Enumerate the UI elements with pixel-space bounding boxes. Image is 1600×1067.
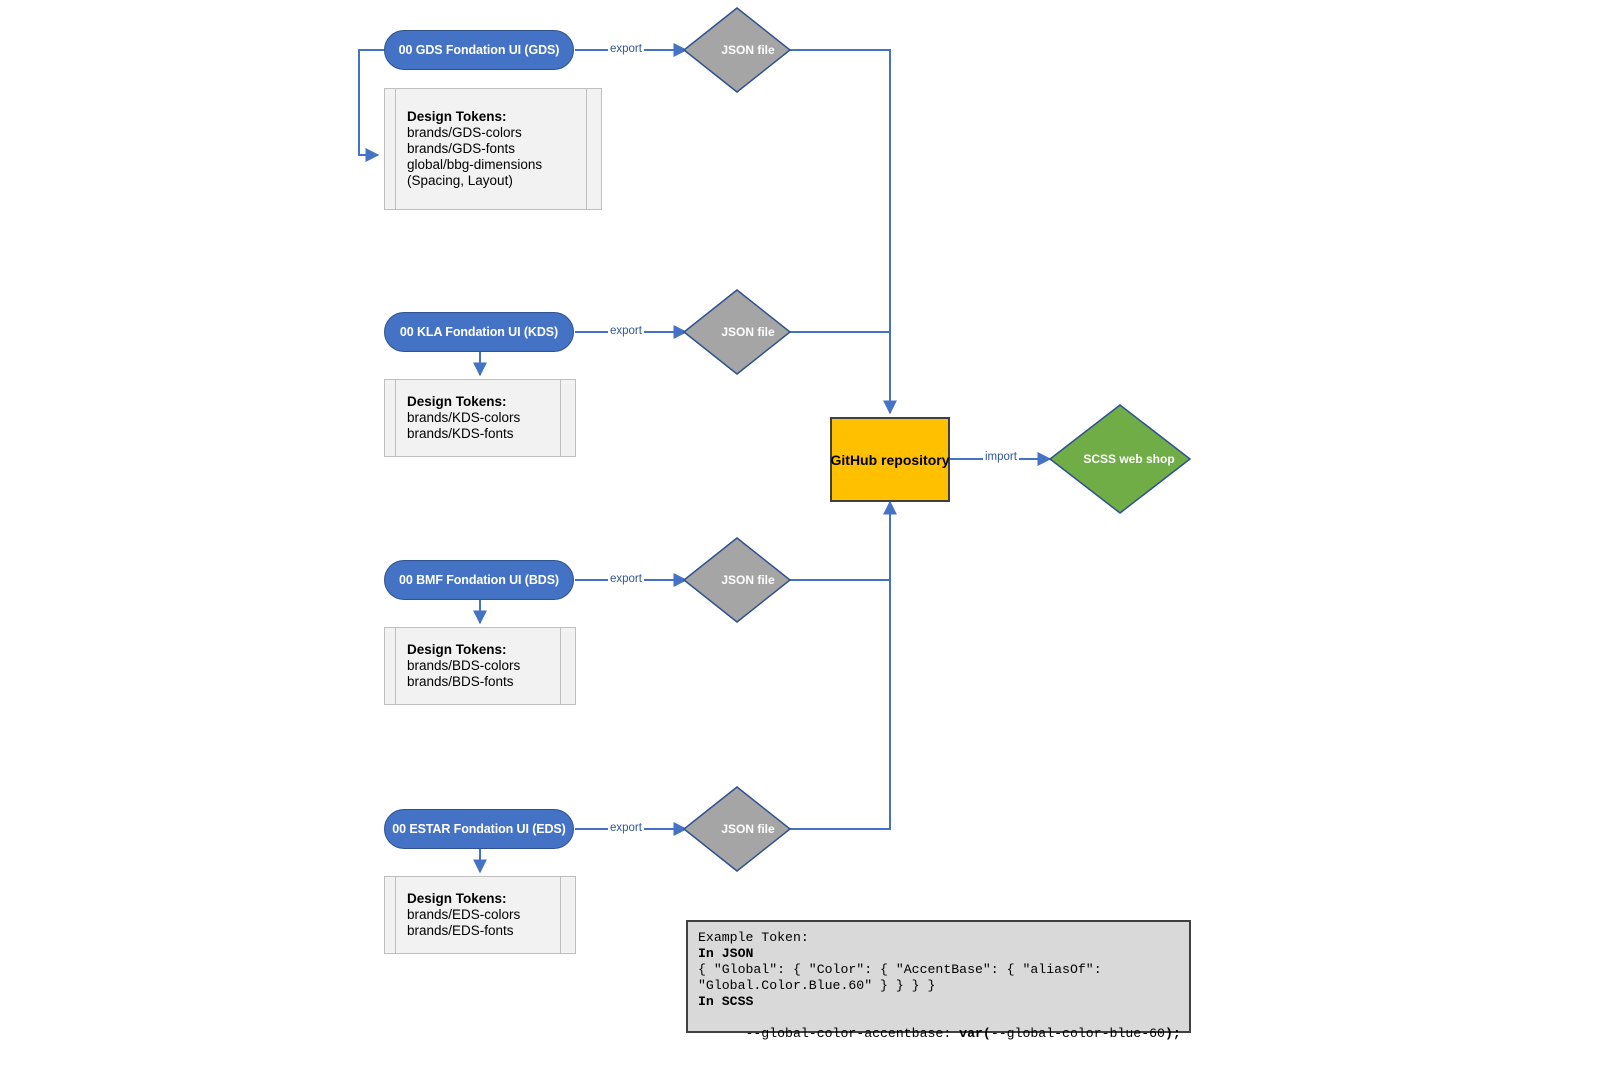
scss-web-shop-diamond[interactable]: SCSS web shop: [1050, 405, 1190, 513]
json-file-diamond-gds-label: JSON file: [721, 43, 775, 57]
brand-box-gds[interactable]: 00 GDS Fondation UI (GDS): [384, 30, 574, 70]
brand-box-kds-label: 00 KLA Fondation UI (KDS): [399, 325, 559, 339]
edge-label-export-kds: export: [608, 325, 644, 338]
design-tokens-kds-line-2: brands/KDS-fonts: [407, 426, 514, 441]
process-bar-right: [586, 89, 587, 209]
design-tokens-kds-line-1: brands/KDS-colors: [407, 410, 521, 425]
brand-box-eds-label: 00 ESTAR Fondation UI (EDS): [392, 822, 566, 836]
design-tokens-gds-line-3: global/bbg-dimensions: [407, 157, 543, 172]
process-bar-left: [395, 628, 396, 704]
design-tokens-bds-line-1: brands/BDS-colors: [407, 658, 521, 673]
example-scss-fn-close: );: [1164, 1026, 1181, 1041]
design-tokens-kds-title: Design Tokens:: [407, 394, 507, 409]
edge-gds-to-tokens: [358, 49, 384, 162]
design-tokens-box-bds: Design Tokens: brands/BDS-colors brands/…: [384, 627, 576, 705]
edge-label-import: import: [983, 451, 1019, 464]
edge-bds-json-to-repo: [789, 500, 897, 581]
scss-web-shop-label: SCSS web shop: [1083, 452, 1175, 466]
design-tokens-eds-title: Design Tokens:: [407, 891, 507, 906]
json-file-diamond-bds-label: JSON file: [721, 573, 775, 587]
example-scss-fn-open: var(: [959, 1026, 991, 1041]
design-tokens-gds-line-2: brands/GDS-fonts: [407, 141, 516, 156]
example-scss-fn-arg: --global-color-blue-60: [990, 1026, 1165, 1041]
design-tokens-box-eds: Design Tokens: brands/EDS-colors brands/…: [384, 876, 576, 954]
example-scss-prefix: --global-color-accentbase:: [745, 1026, 960, 1041]
process-bar-right: [560, 380, 561, 456]
json-file-diamond-eds[interactable]: JSON file: [684, 787, 790, 871]
json-file-diamond-bds[interactable]: JSON file: [684, 538, 790, 622]
design-tokens-bds-title: Design Tokens:: [407, 642, 507, 657]
json-file-diamond-gds[interactable]: JSON file: [684, 8, 790, 92]
json-file-diamond-eds-label: JSON file: [721, 822, 775, 836]
example-token-code-box: Example Token: In JSON { "Global": { "Co…: [686, 920, 1191, 1041]
example-json-line-2: "Global.Color.Blue.60" } } } }: [698, 978, 936, 993]
edge-eds-json-to-trunk: [789, 580, 891, 830]
edge-label-export-gds: export: [608, 43, 644, 56]
example-heading: Example Token:: [698, 930, 809, 945]
process-bar-right: [560, 628, 561, 704]
brand-box-kds[interactable]: 00 KLA Fondation UI (KDS): [384, 312, 574, 352]
edge-gds-json-to-repo: [789, 49, 897, 415]
json-file-diamond-kds[interactable]: JSON file: [684, 290, 790, 374]
process-bar-left: [395, 877, 396, 953]
design-tokens-bds-line-2: brands/BDS-fonts: [407, 674, 514, 689]
github-repository-box[interactable]: GitHub repository: [830, 417, 950, 502]
design-tokens-box-kds: Design Tokens: brands/KDS-colors brands/…: [384, 379, 576, 457]
brand-box-bds-label: 00 BMF Fondation UI (BDS): [399, 573, 559, 587]
design-tokens-gds-line-4: (Spacing, Layout): [407, 173, 513, 188]
design-tokens-gds-title: Design Tokens:: [407, 109, 507, 124]
process-bar-right: [560, 877, 561, 953]
process-bar-left: [395, 89, 396, 209]
design-tokens-eds-line-1: brands/EDS-colors: [407, 907, 521, 922]
design-tokens-gds-line-1: brands/GDS-colors: [407, 125, 522, 140]
edge-label-export-eds: export: [608, 822, 644, 835]
process-bar-left: [395, 380, 396, 456]
example-json-heading: In JSON: [698, 946, 754, 961]
brand-box-eds[interactable]: 00 ESTAR Fondation UI (EDS): [384, 809, 574, 849]
design-tokens-eds-line-2: brands/EDS-fonts: [407, 923, 514, 938]
edge-label-export-bds: export: [608, 573, 644, 586]
github-repository-label: GitHub repository: [830, 451, 950, 468]
json-file-diamond-kds-label: JSON file: [721, 325, 775, 339]
example-scss-heading: In SCSS: [698, 994, 754, 1009]
design-tokens-box-gds: Design Tokens: brands/GDS-colors brands/…: [384, 88, 602, 210]
example-scss-line: --global-color-accentbase: var(--global-…: [698, 1010, 1181, 1058]
brand-box-bds[interactable]: 00 BMF Fondation UI (BDS): [384, 560, 574, 600]
example-json-line-1: { "Global": { "Color": { "AccentBase": {…: [698, 962, 1102, 977]
brand-box-gds-label: 00 GDS Fondation UI (GDS): [398, 43, 560, 57]
